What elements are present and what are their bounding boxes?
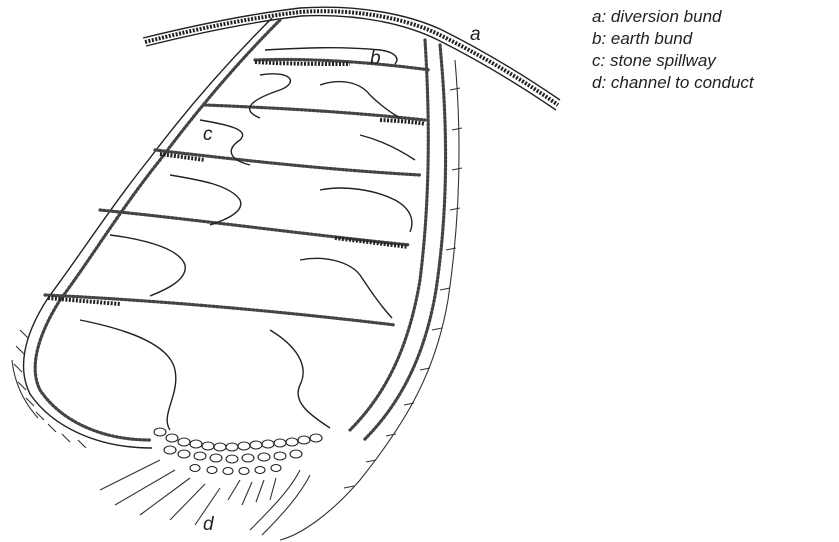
callout-c: c xyxy=(203,124,213,145)
left-boundary-bund xyxy=(12,18,280,448)
legend-item-c: c: stone spillway xyxy=(592,50,838,72)
legend: a: diversion bund b: earth bund c: stone… xyxy=(592,6,838,94)
callout-d: d xyxy=(203,514,215,535)
stone-spillway xyxy=(154,428,322,475)
legend-item-d: d: channel to conduct xyxy=(592,72,838,94)
legend-item-a: a: diversion bund xyxy=(592,6,838,28)
diversion-bund xyxy=(143,7,560,110)
legend-item-b: b: earth bund xyxy=(592,28,838,50)
callout-b: b xyxy=(370,48,381,69)
callout-a: a xyxy=(470,24,481,45)
